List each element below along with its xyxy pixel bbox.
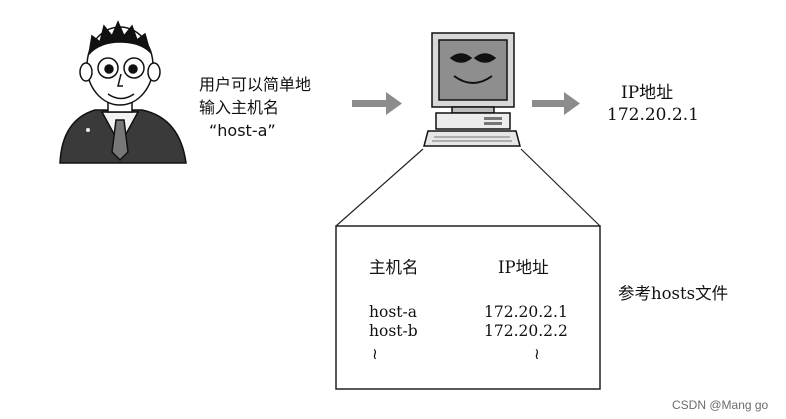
arrow-to-ip <box>532 92 580 115</box>
host-row-2-ip: 172.20.2.2 <box>484 322 568 340</box>
user-caption-line2: 输入主机名 <box>199 98 279 118</box>
watermark: CSDN @Mang go <box>672 398 768 412</box>
result-ip-value: 172.20.2.1 <box>607 105 699 126</box>
user-caption-line1: 用户可以简单地 <box>199 75 311 95</box>
host-row-1-ip: 172.20.2.1 <box>484 303 568 321</box>
computer-icon <box>424 33 520 146</box>
ip-ellipsis-icon: ≀ <box>534 345 540 363</box>
col-host-header: 主机名 <box>369 254 419 278</box>
user-caption-line3: “host-a” <box>209 121 276 141</box>
callout-lines <box>336 149 600 226</box>
arrow-to-computer <box>352 92 402 115</box>
hosts-file-label: 参考hosts文件 <box>618 280 728 304</box>
result-ip-label: IP地址 <box>621 83 673 104</box>
user-figure <box>60 22 186 163</box>
host-row-2-name: host-b <box>369 322 418 340</box>
host-row-1-name: host-a <box>369 303 417 321</box>
host-ellipsis-icon: ≀ <box>372 345 378 363</box>
col-ip-header: IP地址 <box>498 254 549 278</box>
